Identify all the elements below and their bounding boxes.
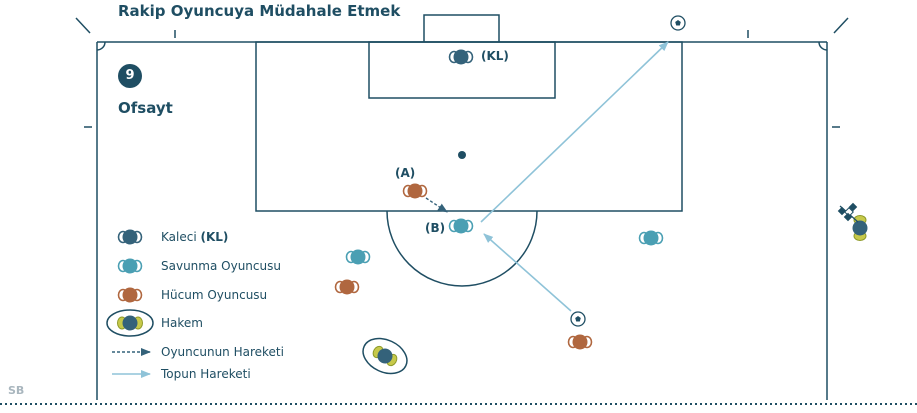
legend-defender-label: Savunma Oyuncusu	[161, 259, 281, 273]
number-badge: 9	[118, 64, 142, 88]
penalty-area	[255, 41, 683, 212]
goal-area	[368, 41, 556, 99]
player-a-movement-arrow	[425, 197, 448, 213]
legend-goalkeeper-icon	[117, 229, 143, 245]
diagram-title: Rakip Oyuncuya Müdahale Etmek	[118, 2, 401, 20]
corner-mark-right	[833, 17, 849, 34]
legend-referee-ring	[106, 309, 154, 337]
penalty-spot	[458, 151, 466, 159]
corner-mark-left	[75, 17, 91, 34]
goal	[423, 14, 500, 42]
goalkeeper-label: (KL)	[481, 49, 509, 63]
defender-player-icon	[638, 230, 664, 246]
ball-icon	[570, 311, 586, 327]
corner-arc-left	[96, 41, 106, 51]
ball-path-to-player-b	[483, 233, 572, 312]
legend-ball-movement-label: Topun Hareketi	[161, 367, 251, 381]
legend-referee-label: Hakem	[161, 316, 203, 330]
legend-attacker-label: Hücum Oyuncusu	[161, 288, 268, 302]
assistant-referee-icon	[852, 215, 868, 241]
penalty-arc	[386, 210, 538, 287]
goalkeeper-player-icon	[448, 49, 474, 65]
player-a-label: (A)	[395, 166, 416, 180]
attacker-player-icon	[567, 334, 593, 350]
ball-icon	[670, 15, 686, 31]
attacker-player-a-icon	[402, 183, 428, 199]
section-title: Ofsayt	[118, 99, 173, 117]
ball-path-to-goal	[480, 41, 669, 223]
referee-icon	[372, 345, 398, 367]
attacker-player-icon	[334, 279, 360, 295]
player-b-label: (B)	[425, 221, 446, 235]
legend-attacker-icon	[117, 287, 143, 303]
legend-player-movement-label: Oyuncunun Hareketi	[161, 345, 284, 359]
legend-referee-icon	[117, 315, 143, 331]
legend-defender-icon	[117, 258, 143, 274]
legend-goalkeeper-label: Kaleci (KL)	[161, 230, 228, 244]
corner-arc-right	[818, 41, 828, 51]
legend-goalkeeper-abbr: (KL)	[200, 230, 229, 244]
corner-tag: SB	[8, 384, 25, 397]
assistant-referee-flag-icon	[837, 202, 859, 223]
referee-highlight-ring	[362, 337, 408, 375]
legend-goalkeeper-text: Kaleci	[161, 230, 197, 244]
defender-player-icon	[345, 249, 371, 265]
defender-player-b-icon	[448, 218, 474, 234]
pitch-lines	[75, 14, 849, 400]
